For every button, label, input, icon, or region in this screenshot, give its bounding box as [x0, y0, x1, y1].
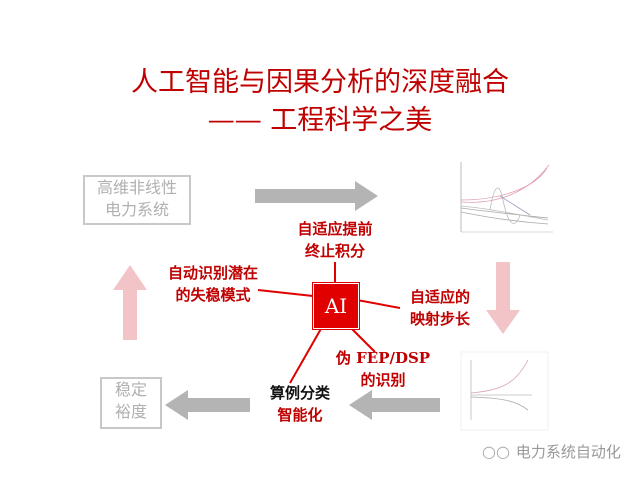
watermark-text: 电力系统自动化 [515, 443, 621, 461]
arrow-up-pink [113, 265, 147, 340]
stability-margin-line1: 稳定 [114, 380, 147, 399]
early-stop-line2: 终止积分 [304, 242, 365, 260]
label-instability-mode: 自动识别潜在 的失稳模式 [150, 262, 276, 306]
classify-line2: 智能化 [277, 406, 323, 424]
arrow-left-gray [349, 390, 440, 420]
arrow-right-gray [255, 181, 378, 211]
ai-box: AI [312, 282, 360, 330]
label-classification: 算例分类 智能化 [250, 382, 350, 426]
label-early-stop: 自适应提前 终止积分 [283, 218, 387, 262]
step-line1: 自适应的 [409, 288, 470, 306]
stability-margin-box: 稳定 裕度 [100, 377, 162, 429]
trajectory-plot [460, 162, 553, 233]
power-system-box: 高维非线性 电力系统 [83, 175, 191, 225]
label-fep-dsp: 伪 FEP/DSP 的识别 [330, 347, 436, 391]
early-stop-line1: 自适应提前 [297, 220, 373, 238]
label-step-size: 自适应的 映射步长 [395, 286, 485, 330]
arrow-left-gray-2 [165, 390, 250, 420]
power-system-line2: 电力系统 [104, 200, 169, 219]
power-system-line1: 高维非线性 [96, 178, 177, 197]
classify-line1: 算例分类 [269, 384, 330, 402]
wechat-icon: ○○ [482, 442, 510, 461]
watermark: ○○ 电力系统自动化 [482, 441, 621, 462]
divergence-plot [460, 351, 549, 431]
step-line2: 映射步长 [409, 310, 470, 328]
mode-line1: 自动识别潜在 [167, 264, 258, 282]
fep-line1: 伪 FEP/DSP [335, 349, 431, 367]
fep-line2: 的识别 [360, 371, 406, 389]
title-line1: 人工智能与因果分析的深度融合 [131, 67, 509, 98]
title-line2: —— 工程科学之美 [207, 105, 433, 136]
arrow-down-pink [486, 262, 520, 334]
mode-line2: 的失稳模式 [175, 286, 251, 304]
stability-margin-line2: 裕度 [114, 402, 147, 421]
